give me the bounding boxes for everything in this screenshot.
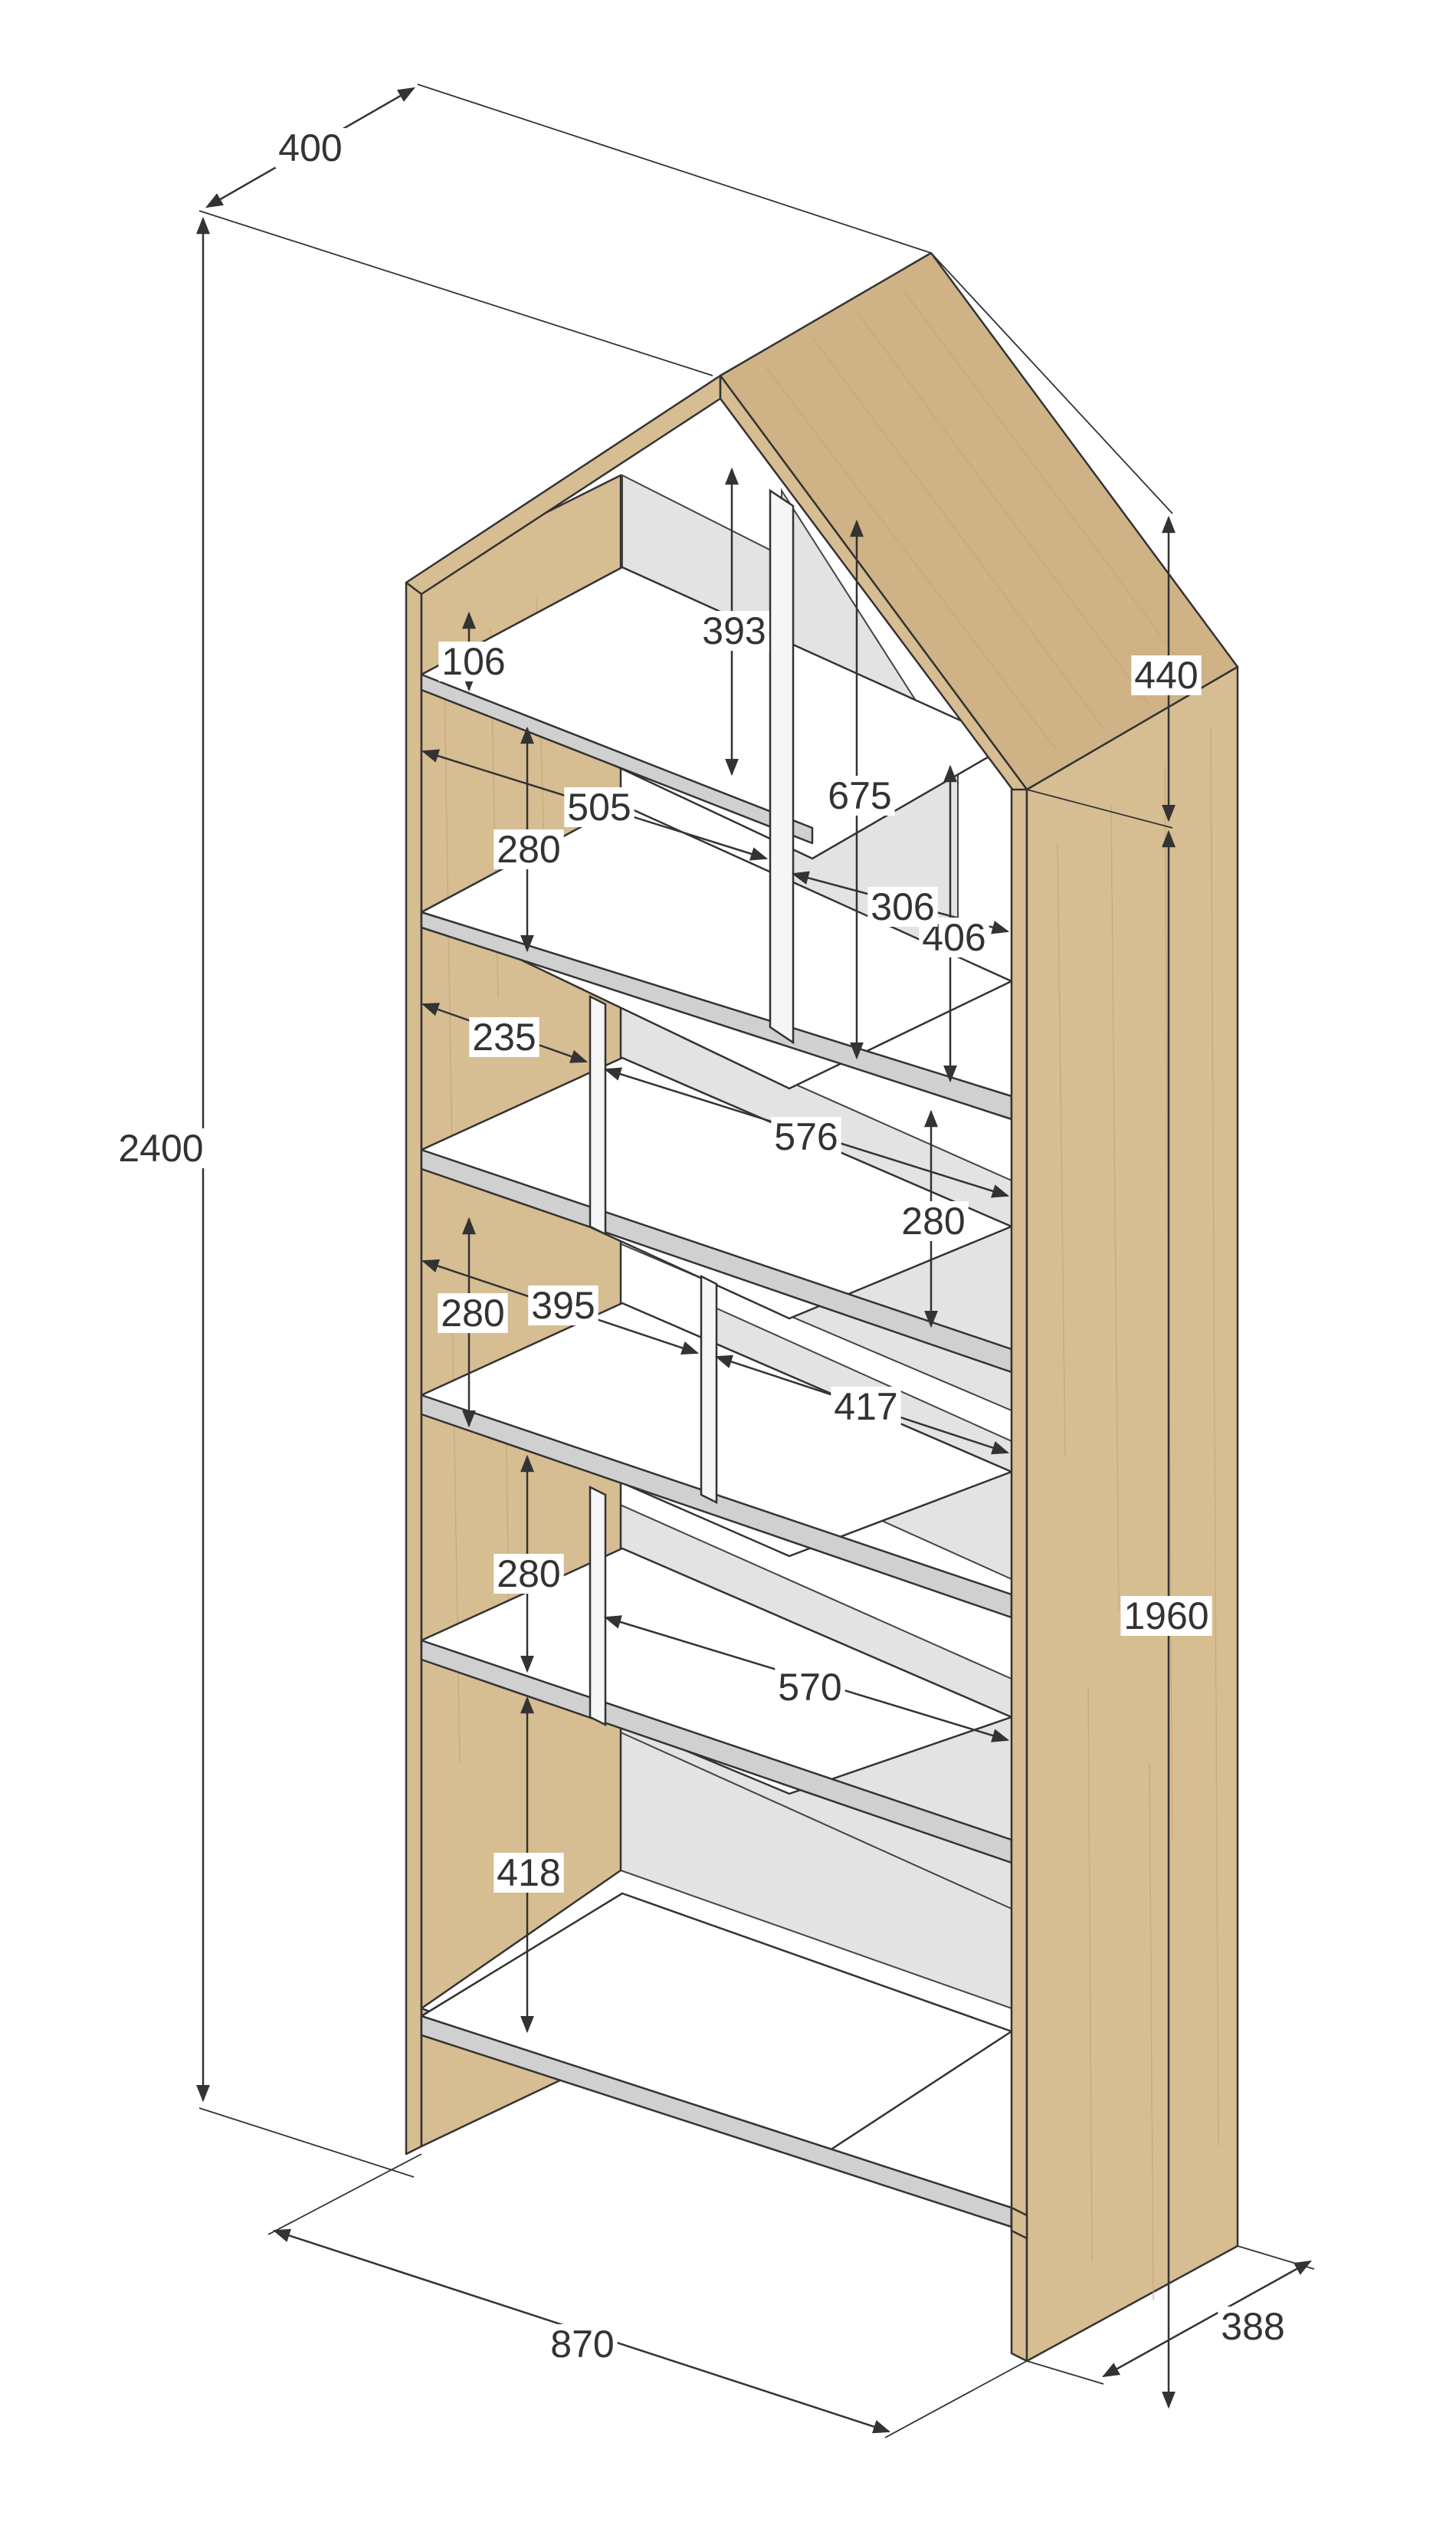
label-background (275, 128, 346, 168)
label-background (564, 787, 635, 827)
dim-left-niche-width-395: 395 (531, 1284, 595, 1327)
dim-top-niche-height: 106 (441, 640, 505, 683)
dim-roof-height: 440 (1134, 654, 1198, 697)
dim-top-shelf-right-width: 306 (871, 885, 934, 928)
label-background (1218, 2307, 1288, 2346)
label-background (771, 1117, 841, 1157)
dim-depth-bottom: 388 (1221, 2305, 1284, 2348)
label-background (438, 642, 509, 681)
dim-wall-height: 1960 (1123, 1594, 1208, 1637)
label-background (438, 1293, 508, 1333)
label-background (494, 1853, 564, 1893)
dim-shelf-gap-right: 280 (901, 1200, 965, 1243)
dim-depth-top: 400 (278, 126, 342, 169)
label-background (831, 1387, 901, 1427)
dim-top-shelf-left-width: 505 (567, 786, 631, 829)
dim-roof-niche-height: 393 (702, 609, 766, 652)
dividers (589, 488, 795, 1727)
label-background (825, 776, 895, 816)
dim-right-niche-width-417: 417 (834, 1385, 897, 1428)
label-background (699, 611, 769, 651)
dim-shelf-gap-1: 280 (497, 828, 560, 871)
label-background (494, 1554, 564, 1594)
dim-bottom-shelf-width: 570 (778, 1666, 841, 1709)
label-background (528, 1286, 598, 1325)
dim-shelf-width-576: 576 (774, 1115, 838, 1158)
dimension-labels: 2400 400 440 1960 870 388 106 393 675 40… (115, 126, 1288, 2366)
label-background (775, 1667, 845, 1707)
label-background (1131, 655, 1202, 695)
dim-bottom-niche-height: 418 (497, 1851, 560, 1894)
label-background (115, 1128, 207, 1168)
label-background (469, 1017, 539, 1057)
dim-left-niche-width: 235 (472, 1016, 536, 1059)
dim-central-divider-height: 675 (828, 774, 891, 817)
dim-shelf-gap-3: 280 (497, 1552, 560, 1595)
label-background (547, 2324, 618, 2364)
label-background (494, 829, 564, 869)
label-background (1120, 1596, 1212, 1636)
dim-width: 870 (550, 2323, 614, 2366)
dim-shelf-gap-2: 280 (441, 1292, 504, 1335)
label-background (867, 887, 938, 927)
label-background (898, 1201, 969, 1241)
dim-overall-height: 2400 (118, 1127, 203, 1170)
right-side-panel (1010, 665, 1239, 2363)
